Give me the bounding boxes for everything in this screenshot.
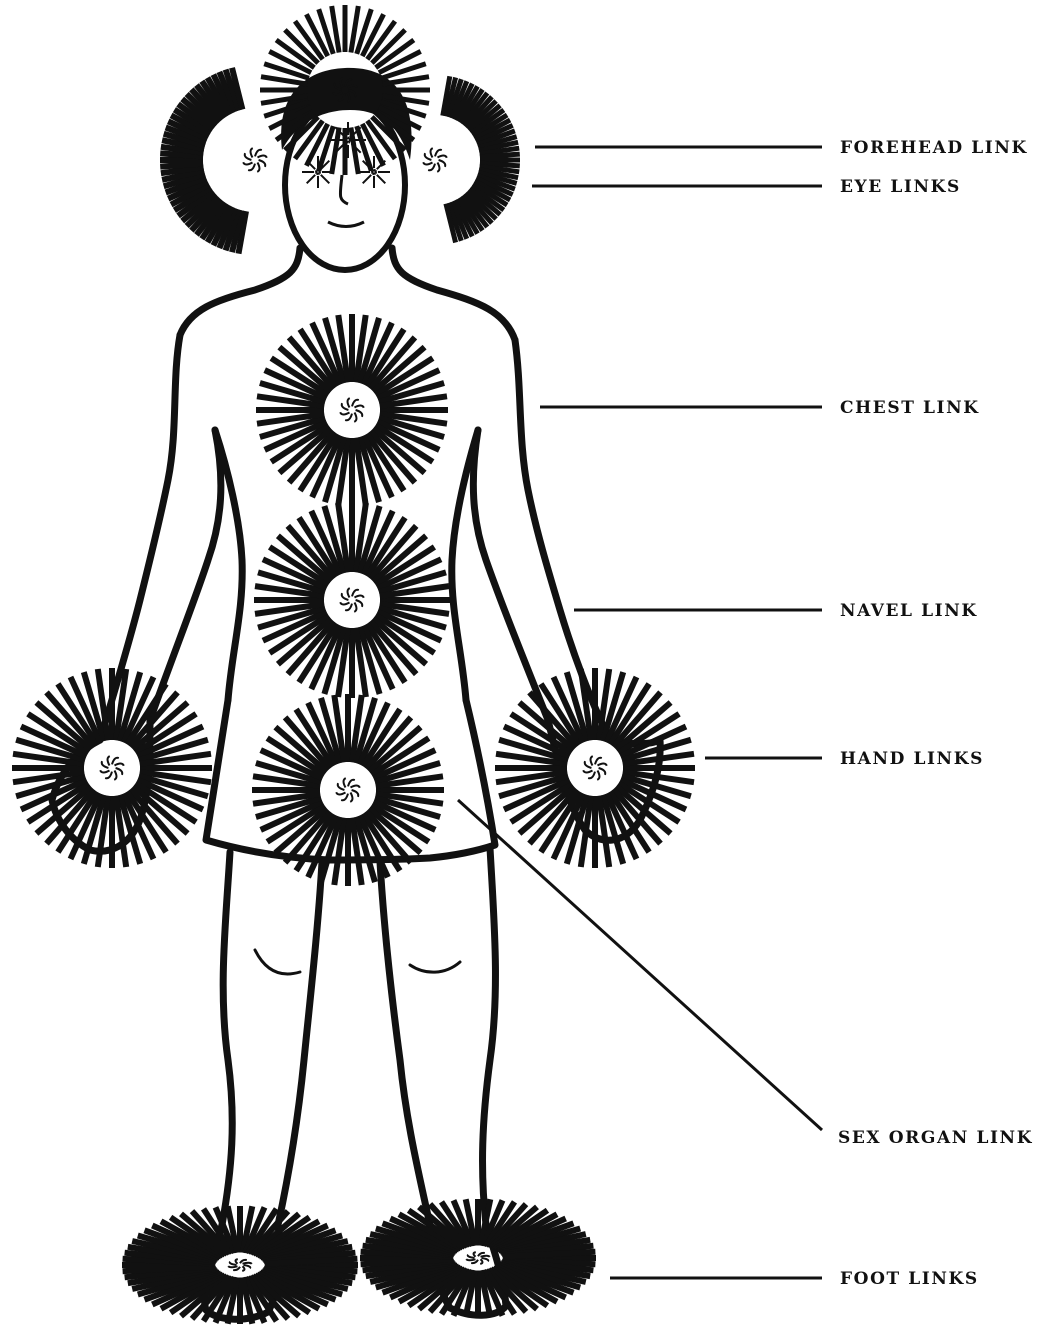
left-knee-detail: [255, 950, 300, 974]
chest-link-label: CHEST LINK: [840, 398, 980, 418]
left-arm-inner: [150, 430, 221, 720]
swirl-center: [340, 398, 364, 422]
swirl-center: [228, 1259, 252, 1271]
right-leg-inner: [380, 862, 430, 1225]
swirl-center: [583, 756, 607, 780]
face-outline: [285, 100, 405, 270]
neck-left-line: [180, 248, 300, 335]
chest-burst: [256, 314, 448, 506]
foot-links-label: FOOT LINKS: [840, 1269, 979, 1289]
right-foot-burst: [360, 1199, 596, 1317]
navel-link-label: NAVEL LINK: [840, 601, 978, 621]
right-hand-burst: [495, 668, 695, 868]
neck-right-line: [392, 248, 515, 340]
swirl-center: [336, 778, 360, 802]
sex-organ-link-label: SEX ORGAN LINK: [838, 1128, 1033, 1148]
forehead-link-label: FOREHEAD LINK: [840, 138, 1028, 158]
labels: FOREHEAD LINK EYE LINKS CHEST LINK NAVEL…: [838, 138, 1033, 1289]
navel-burst: [254, 502, 450, 698]
left-leg-outer: [222, 852, 232, 1225]
burst-ray: [160, 164, 203, 167]
left-hand-burst: [12, 668, 212, 868]
hand-links-label: HAND LINKS: [840, 749, 984, 769]
right-leg-outer: [483, 848, 496, 1225]
head-left-burst: [160, 68, 267, 254]
swirl-center: [423, 148, 447, 172]
right-arm-inner: [473, 430, 548, 720]
head-right-burst: [423, 76, 520, 242]
swirl-center: [243, 148, 267, 172]
swirl-center: [466, 1252, 490, 1264]
eye-links-label: EYE LINKS: [840, 177, 961, 197]
swirl-center: [340, 588, 364, 612]
left-foot-burst: [122, 1206, 358, 1324]
right-knee-detail: [410, 962, 460, 972]
burst-ray: [480, 154, 520, 157]
sex-organ-leader-line: [458, 800, 822, 1130]
left-leg-inner: [278, 862, 322, 1225]
swirl-center: [100, 756, 124, 780]
